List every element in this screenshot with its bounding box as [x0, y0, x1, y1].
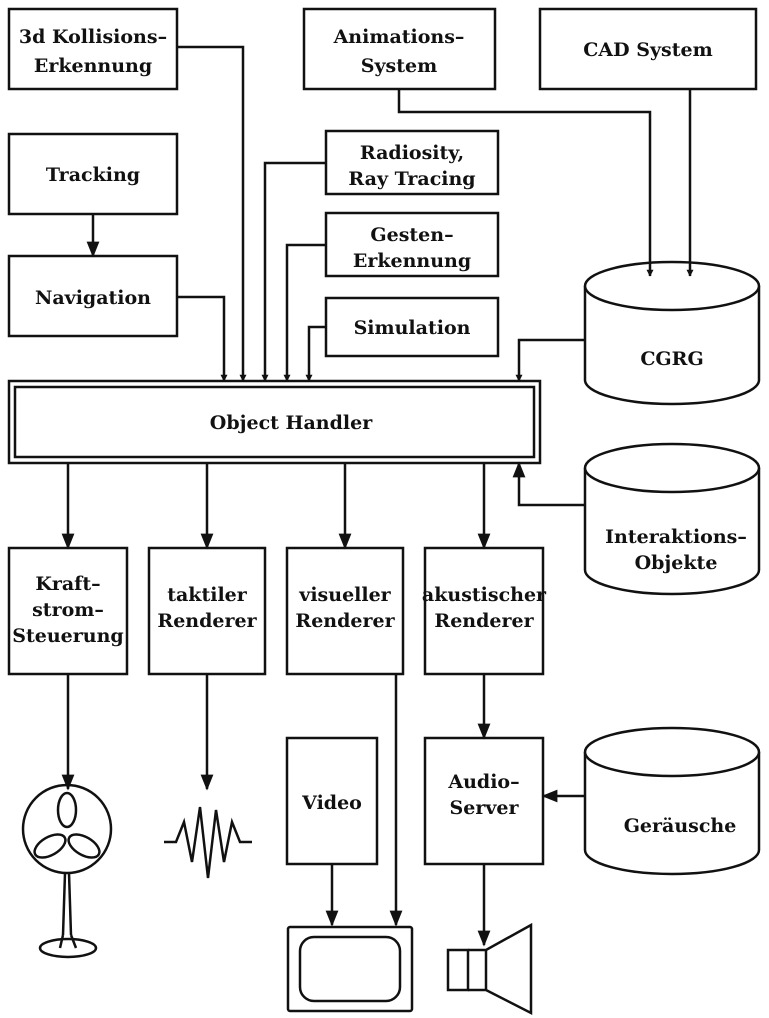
kollision-box: 3d Kollisions– Erkennung: [7, 7, 179, 91]
cad-label: CAD System: [583, 39, 712, 61]
gesten-label-line2: Erkennung: [353, 250, 471, 272]
gesten-box: Gesten– Erkennung: [324, 211, 500, 278]
kollision-label-line2: Erkennung: [34, 55, 152, 77]
connector-simulation: [305, 325, 326, 382]
visuell-label-line1: visueller: [298, 584, 391, 606]
radiosity-label-line2: Ray Tracing: [348, 168, 475, 190]
radiosity-box: Radiosity, Ray Tracing: [324, 129, 500, 196]
geraeusche-database: Geräusche: [583, 726, 761, 876]
radiosity-label-line1: Radiosity,: [360, 142, 464, 164]
audio-label-line2: Server: [450, 797, 520, 819]
tactile-zigzag-icon: [164, 806, 252, 879]
interaktions-objekte-database: Interaktions– Objekte: [583, 442, 761, 596]
fan-icon: [21, 783, 113, 959]
connector-kollision: [177, 45, 247, 382]
video-box: Video: [285, 736, 379, 866]
taktil-label-line1: taktiler: [167, 584, 248, 606]
object-handler-box: Object Handler: [7, 379, 542, 465]
taktiler-renderer-box: taktiler Renderer: [147, 546, 267, 676]
akustisch-label-line2: Renderer: [434, 610, 534, 632]
connector-gesten: [283, 243, 326, 382]
interaktion-label-line2: Objekte: [635, 552, 718, 574]
visuell-label-line2: Renderer: [295, 610, 395, 632]
object-handler-label: Object Handler: [210, 412, 373, 434]
cgrg-label: CGRG: [640, 348, 703, 370]
kollision-label-line1: 3d Kollisions–: [19, 26, 167, 48]
akustischer-renderer-box: akustischer Renderer: [422, 546, 547, 676]
simulation-label: Simulation: [354, 317, 471, 339]
navigation-box: Navigation: [7, 254, 179, 338]
simulation-box: Simulation: [324, 296, 500, 358]
video-label: Video: [301, 792, 362, 814]
cgrg-database: CGRG: [583, 260, 761, 406]
cad-box: CAD System: [538, 7, 758, 91]
kraftstrom-box: Kraft– strom– Steuerung: [7, 546, 129, 676]
audio-label-line1: Audio–: [447, 771, 519, 793]
audio-server-box: Audio– Server: [423, 736, 545, 866]
gesten-label-line1: Gesten–: [370, 224, 453, 246]
tracking-box: Tracking: [7, 132, 179, 216]
animation-label-line1: Animations–: [333, 26, 465, 48]
monitor-icon: [286, 925, 414, 1013]
connector-interaktion-handler: [512, 461, 585, 507]
navigation-label: Navigation: [35, 287, 151, 309]
animation-box: Animations– System: [302, 7, 497, 91]
connector-cgrg-handler: [515, 338, 585, 382]
interaktion-label-line1: Interaktions–: [605, 526, 747, 548]
connector-navigation: [177, 295, 228, 382]
connector-animation-cgrg: [397, 89, 654, 277]
kraft-label-line3: Steuerung: [12, 625, 123, 647]
visueller-renderer-box: visueller Renderer: [285, 546, 405, 676]
tracking-label: Tracking: [46, 164, 140, 186]
geraeusche-label: Geräusche: [624, 815, 737, 837]
speaker-icon: [446, 922, 533, 1016]
taktil-label-line2: Renderer: [157, 610, 257, 632]
animation-label-line2: System: [361, 55, 437, 77]
connector-radiosity: [261, 161, 326, 382]
kraft-label-line1: Kraft–: [35, 573, 100, 595]
akustisch-label-line1: akustischer: [422, 584, 547, 606]
kraft-label-line2: strom–: [32, 599, 104, 621]
